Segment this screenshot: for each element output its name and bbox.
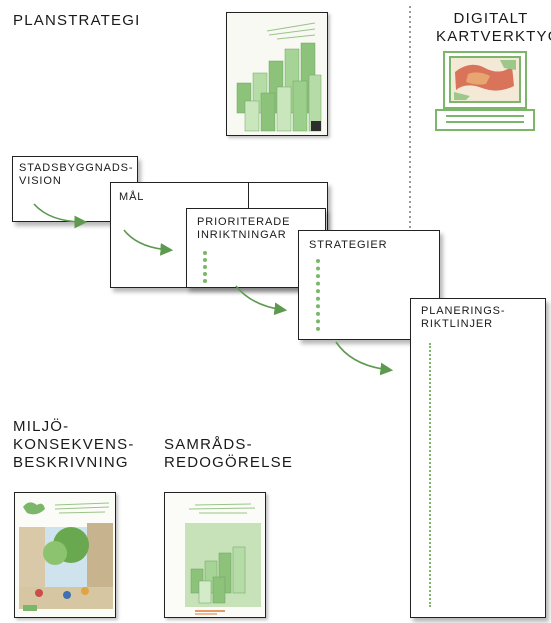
planstrategi-document	[226, 12, 328, 136]
curved-arrow-icon	[123, 229, 174, 256]
heading-samrad-1: SAMRÅDS-	[164, 436, 253, 453]
samradsredogorelse-document	[164, 492, 266, 618]
miljokonsekvens-document	[14, 492, 116, 618]
card-mal-label: MÅL	[119, 191, 145, 203]
card-mal-divider	[248, 183, 249, 209]
prio-dots	[203, 251, 207, 283]
card-vision-label-1: STADSBYGGNADS-	[19, 162, 134, 174]
heading-planstrategi: PLANSTRATEGI	[13, 12, 141, 29]
curved-arrow-icon	[235, 285, 288, 316]
curved-arrow-icon	[335, 341, 394, 376]
card-plan-label-2: RIKTLINJER	[421, 318, 493, 330]
heading-miljokonsekvens: MILJÖ- KONSEKVENS- BESKRIVNING	[13, 418, 135, 472]
heading-samradsredogorelse: SAMRÅDS- REDOGÖRELSE	[164, 436, 293, 472]
heading-digitalt-kartverktyg: DIGITALT KARTVERKTYG	[436, 10, 551, 46]
curved-arrow-icon	[33, 203, 88, 229]
miljo-cover-art	[15, 493, 115, 617]
planstrategi-cover-art	[227, 13, 327, 135]
card-vision-label-2: VISION	[19, 175, 62, 187]
card-planeringsriktlinjer: PLANERINGS- RIKTLINJER	[410, 298, 546, 618]
planering-dots	[429, 343, 431, 607]
card-prio-label-2: INRIKTNINGAR	[197, 229, 287, 241]
samrad-cover-art	[165, 493, 265, 617]
heading-samrad-2: REDOGÖRELSE	[164, 454, 294, 471]
heading-miljo-2: KONSEKVENS-	[13, 436, 135, 453]
heading-kartverktyg: KARTVERKTYG	[436, 28, 551, 45]
strategier-dots	[316, 259, 320, 331]
card-strategier-label: STRATEGIER	[309, 239, 388, 251]
heading-miljo-1: MILJÖ-	[13, 418, 70, 435]
heading-digitalt: DIGITALT	[453, 10, 529, 27]
card-prio-label-1: PRIORITERADE	[197, 216, 291, 228]
card-plan-label-1: PLANERINGS-	[421, 305, 506, 317]
heading-miljo-3: BESKRIVNING	[13, 454, 129, 471]
